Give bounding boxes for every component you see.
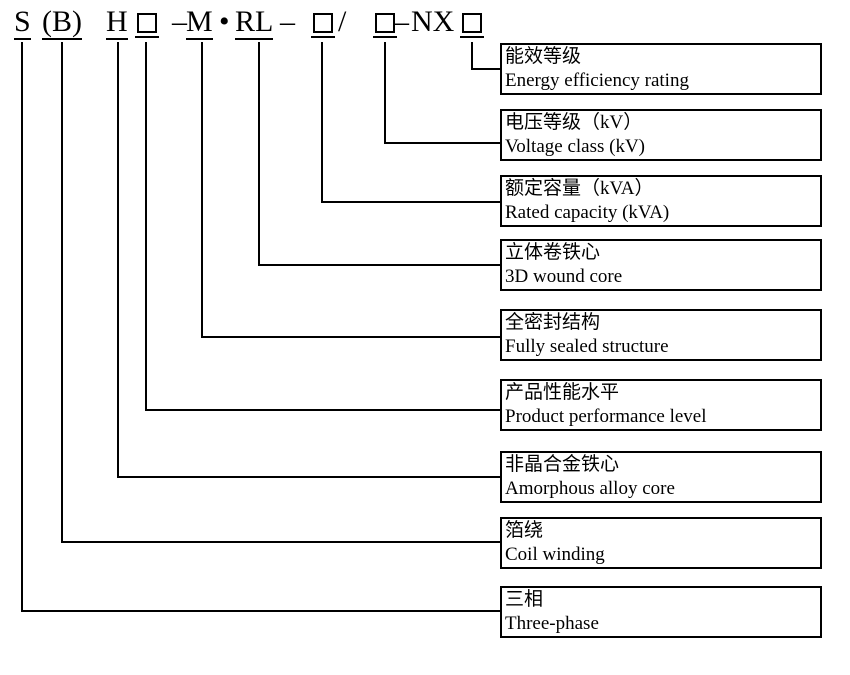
placeholder-square [460,13,484,38]
label-text-chinese: 全密封结构 [505,312,601,333]
code-token: H [106,5,128,40]
connector-horizontal-line [117,476,500,478]
connector-vertical-line [471,42,473,70]
placeholder-square-glyph [462,13,482,33]
placeholder-square-glyph [375,13,395,33]
label-text-english: Amorphous alloy core [505,478,675,499]
label-text-english: Voltage class (kV) [505,136,646,157]
code-token: / [338,5,347,38]
code-token: – [394,5,409,38]
code-token: M [186,5,213,40]
placeholder-square-glyph [313,13,333,33]
label-text-english: Coil winding [505,544,605,565]
label-text-english: Fully sealed structure [505,336,669,357]
connector-horizontal-line [201,336,500,338]
label-text-chinese: 立体卷铁心 [505,242,601,263]
label-text-chinese: 三相 [505,589,544,610]
label-box: 三相 Three-phase [500,586,822,638]
label-box: 产品性能水平 Product performance level [500,379,822,431]
connector-vertical-line [258,42,260,266]
label-box: 能效等级 Energy efficiency rating [500,43,822,95]
label-box: 额定容量（kVA） Rated capacity (kVA) [500,175,822,227]
label-text-english: Product performance level [505,406,707,427]
label-box: 立体卷铁心 3D wound core [500,239,822,291]
connector-vertical-line [61,42,63,543]
connector-vertical-line [145,42,147,411]
label-text-chinese: 非晶合金铁心 [505,454,620,475]
label-box: 箔绕 Coil winding [500,517,822,569]
connector-horizontal-line [258,264,500,266]
connector-vertical-line [201,42,203,338]
placeholder-square [311,13,335,38]
label-text-chinese: 产品性能水平 [505,382,620,403]
code-token: NX [411,5,455,38]
code-token: • [219,5,230,38]
code-token: S [14,5,31,40]
connector-horizontal-line [471,68,500,70]
code-token: – [280,5,295,38]
connector-vertical-line [117,42,119,478]
code-token: (B) [42,5,82,40]
label-text-chinese: 额定容量（kVA） [505,178,654,199]
connector-horizontal-line [21,610,500,612]
label-text-english: 3D wound core [505,266,623,287]
placeholder-square [373,13,397,38]
connector-vertical-line [384,42,386,144]
placeholder-square [135,13,159,38]
connector-vertical-line [321,42,323,203]
label-box: 全密封结构 Fully sealed structure [500,309,822,361]
label-box: 非晶合金铁心 Amorphous alloy core [500,451,822,503]
connector-horizontal-line [321,201,500,203]
label-text-english: Energy efficiency rating [505,70,689,91]
connector-horizontal-line [145,409,500,411]
connector-horizontal-line [384,142,500,144]
label-box: 电压等级（kV） Voltage class (kV) [500,109,822,161]
connector-vertical-line [21,42,23,612]
placeholder-square-glyph [137,13,157,33]
code-token: – [172,5,187,38]
label-text-chinese: 能效等级 [505,46,582,67]
label-text-chinese: 电压等级（kV） [505,112,643,133]
label-text-chinese: 箔绕 [505,520,544,541]
connector-horizontal-line [61,541,500,543]
label-text-english: Rated capacity (kVA) [505,202,670,223]
label-text-english: Three-phase [505,613,599,634]
code-token: RL [235,5,274,40]
